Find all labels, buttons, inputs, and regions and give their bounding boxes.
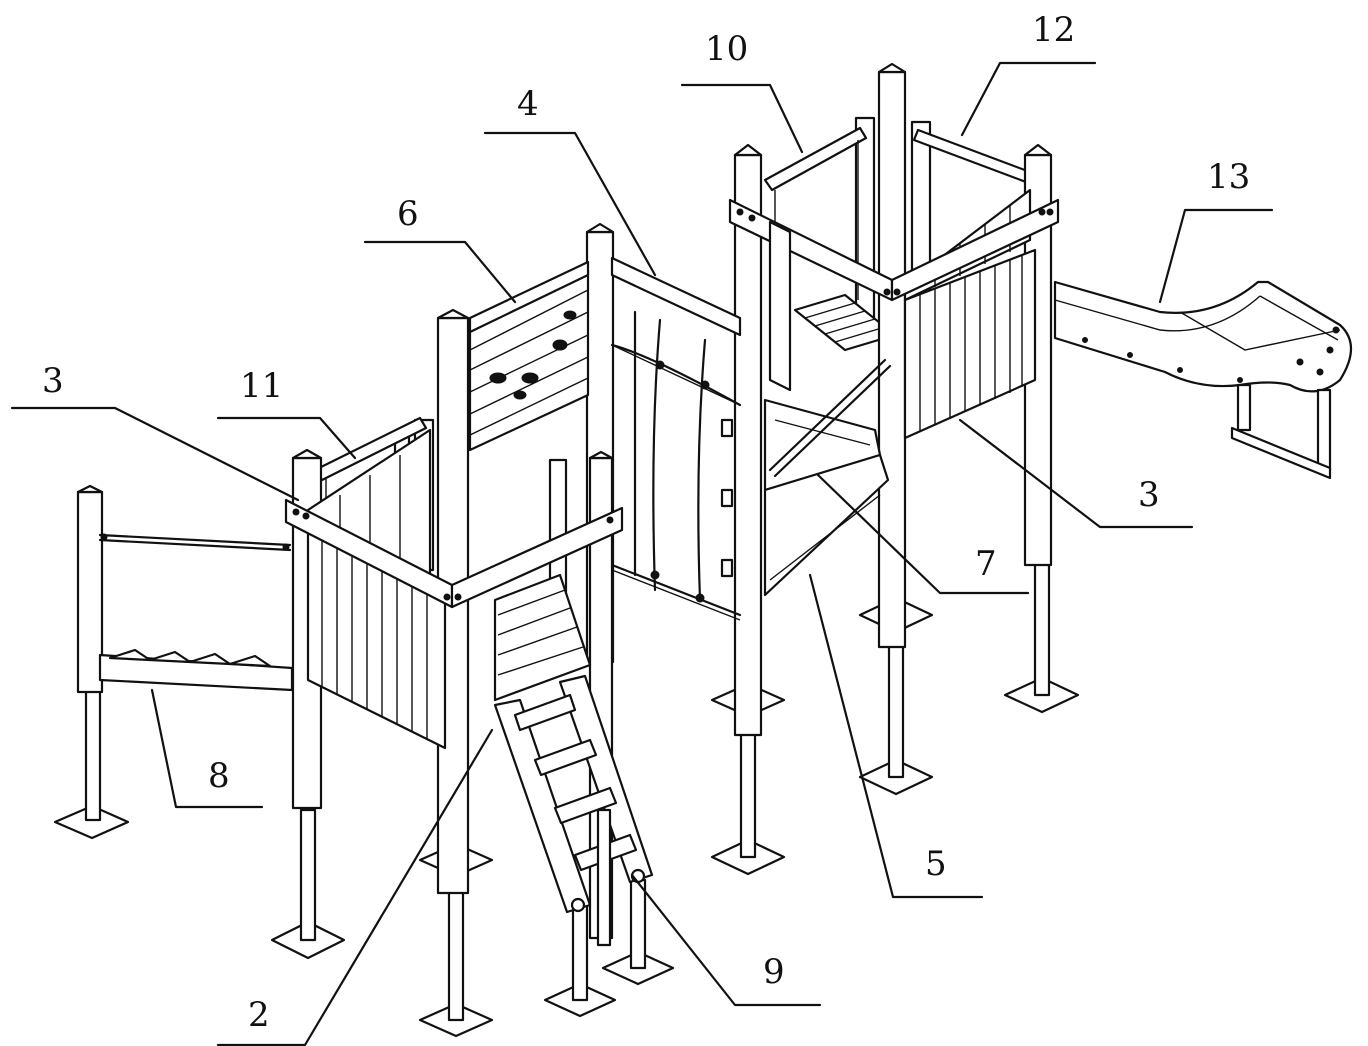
label-2: 2 (248, 995, 270, 1035)
tower-left (284, 308, 624, 940)
callout-labels: 3 11 6 4 10 12 13 3 7 5 8 9 2 (42, 10, 1250, 1035)
label-7: 7 (975, 544, 997, 584)
label-6: 6 (397, 194, 419, 234)
label-13: 13 (1207, 157, 1250, 197)
tower-right (728, 62, 1060, 737)
ramp (763, 358, 892, 597)
leader-lines (10, 61, 1274, 1046)
horizontal-ladder (76, 484, 294, 694)
label-12: 12 (1032, 10, 1075, 50)
label-3-right: 3 (1138, 475, 1160, 515)
label-10: 10 (705, 29, 748, 69)
label-9: 9 (763, 952, 785, 992)
label-3-left: 3 (42, 361, 64, 401)
slide (1053, 280, 1352, 480)
label-4: 4 (517, 84, 539, 124)
climbing-wall (468, 260, 590, 452)
label-11: 11 (240, 366, 283, 406)
access-ladder (493, 674, 654, 947)
label-5: 5 (925, 844, 947, 884)
label-8: 8 (208, 756, 230, 796)
